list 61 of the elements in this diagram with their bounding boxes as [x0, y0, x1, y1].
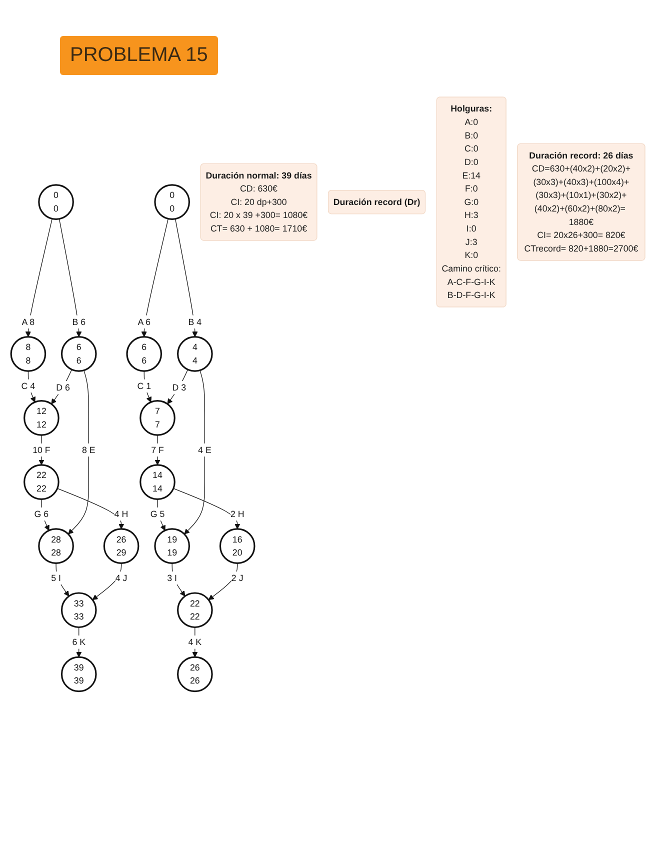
event-circle: 19 19 — [154, 528, 190, 564]
edge-label: D 6 — [56, 380, 70, 394]
arrow — [192, 626, 198, 658]
arrow — [25, 218, 52, 338]
event-circle: 7 7 — [140, 400, 176, 436]
arrow — [141, 218, 169, 338]
event-circle: 0 0 — [38, 184, 74, 220]
arrow — [157, 498, 166, 531]
edge-label: 8 E — [82, 443, 96, 457]
edge-label: 7 F — [151, 443, 164, 457]
edge-label: 5 I — [51, 571, 61, 585]
arrow — [58, 218, 82, 338]
arrow — [173, 488, 240, 530]
event-circle: 12 12 — [24, 400, 60, 436]
edge-label: G 6 — [34, 507, 49, 521]
edge-label: G 5 — [150, 507, 165, 521]
arrow — [41, 498, 50, 531]
edge-label: 4 K — [188, 636, 202, 649]
event-circle: 39 39 — [60, 656, 97, 692]
note-panel: Duración normal: 39 días CD: 630€ CI: 20 dp+300 CI: 20 x 39 +300= 1080€ CT= 630 + 1080= 1710€ — [200, 163, 318, 241]
arrow — [28, 370, 36, 402]
edge-label: B 4 — [188, 315, 202, 329]
edge-label: 3 I — [167, 571, 178, 585]
arrow — [144, 370, 152, 402]
arrow — [174, 218, 198, 338]
event-circle: 14 14 — [140, 464, 176, 500]
arrow — [172, 562, 186, 596]
edge-label: 4 E — [198, 443, 212, 457]
arrow — [184, 370, 206, 534]
event-circle: 26 29 — [103, 528, 140, 564]
edge-label: 10 F — [32, 443, 50, 457]
edge-label: C 1 — [137, 379, 152, 393]
event-circle: 0 0 — [154, 184, 190, 220]
edge-label: B 6 — [72, 315, 86, 329]
edge-label: A 8 — [22, 315, 35, 329]
arrow — [154, 434, 160, 466]
event-circle: 22 22 — [177, 592, 213, 628]
note-panel: Holguras: A:0 B:0 C:0 D:0 E:14 F:0 G:0 H:3 I:0 J:3 K:0 Camino crítico: A-C-F-G-I-K B-D-F-G-I-K — [436, 96, 506, 308]
event-circle: 8 8 — [10, 336, 46, 372]
event-circle: 6 6 — [126, 336, 162, 372]
arrow — [57, 488, 124, 530]
arrow — [208, 562, 238, 600]
arrow — [51, 369, 72, 404]
arrow — [167, 369, 188, 404]
edge-label: D 3 — [172, 380, 186, 394]
arrow — [76, 626, 82, 658]
event-circle: 28 28 — [38, 528, 74, 564]
event-circle: 4 4 — [177, 336, 213, 372]
heading-panel: Duración record (Dr) — [328, 190, 426, 214]
edge-label: C 4 — [21, 379, 36, 393]
edge-label: A 6 — [138, 315, 151, 329]
note-panel: Duración record: 26 días CD=630+(40x2)+(20x2)+(30x3)+(40x3)+(100x4)+(30x3)+(10x1)+(30x2)+(40x2)+(60x2)+(80x2)= 1880€ CI= 20x26+300= 820€ CTrecord= 820+1880=2700€ — [517, 143, 646, 261]
event-circle: 16 20 — [219, 528, 256, 564]
page-title: PROBLEMA 15 — [60, 36, 218, 75]
arrow — [56, 562, 70, 596]
event-circle: 22 22 — [24, 464, 60, 500]
event-circle: 33 33 — [60, 592, 97, 628]
arrow — [68, 370, 89, 534]
event-circle: 6 6 — [60, 336, 97, 372]
event-circle: 26 26 — [177, 656, 213, 692]
edge-label: 6 K — [72, 636, 86, 649]
